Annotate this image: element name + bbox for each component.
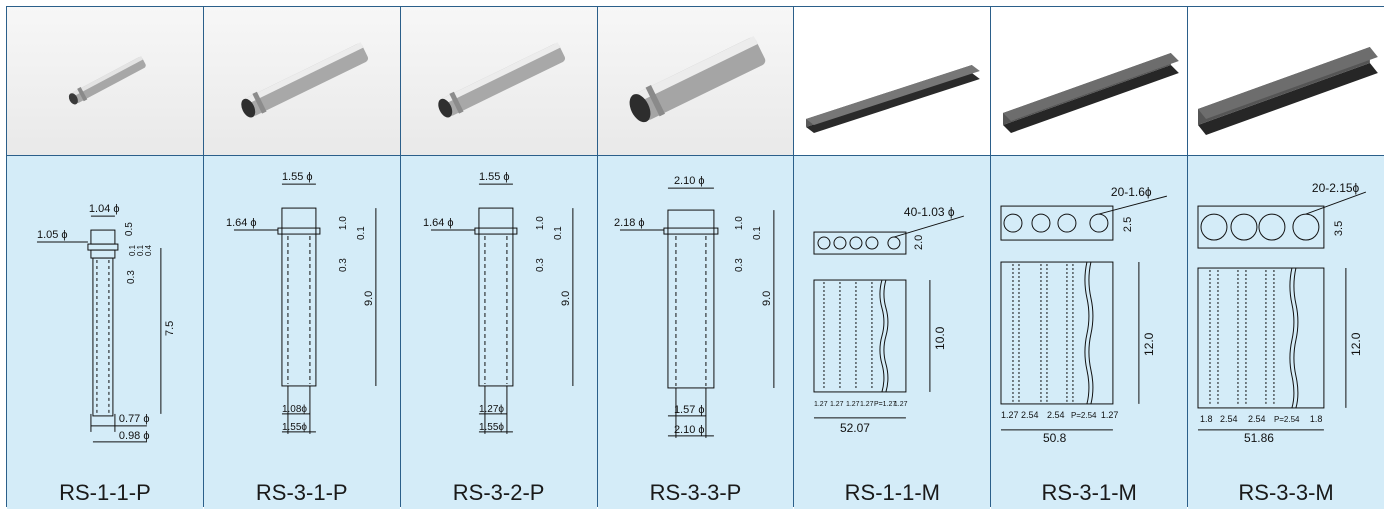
photo-rs-1-1-p (7, 7, 203, 155)
svg-text:1.27: 1.27 (1101, 410, 1119, 420)
svg-text:1.55 ϕ: 1.55 ϕ (479, 171, 510, 183)
pin-drawing: 1.55 ϕ 1.64 ϕ 1.0 0.1 0.3 9.0 1.08ϕ 1.55… (226, 171, 377, 434)
product-code: RS-3-3-P (649, 480, 742, 505)
svg-text:0.77 ϕ: 0.77 ϕ (119, 413, 150, 425)
socket-strip-drawing: 40-1.03 ϕ 2.0 10.0 1.27 1.27 1.27 1.27 P… (813, 205, 965, 435)
drawing-rs-3-1-m: 20-1.6ϕ 2.5 12.0 1.27 2.54 2.54 P=2.54 1… (991, 156, 1188, 509)
product-code: RS-1-1-P (59, 480, 151, 505)
photo-rs-3-1-p (203, 7, 400, 155)
svg-text:1.8: 1.8 (1310, 414, 1323, 424)
svg-text:2.18 ϕ: 2.18 ϕ (614, 217, 645, 229)
svg-text:1.27: 1.27 (830, 401, 844, 408)
photo-rs-1-1-m (794, 7, 991, 155)
svg-text:P=1.27: P=1.27 (874, 401, 896, 408)
photo-rs-3-1-m (991, 7, 1188, 155)
svg-text:0.1: 0.1 (136, 244, 145, 256)
svg-text:1.27ϕ: 1.27ϕ (479, 404, 504, 415)
svg-text:2.54: 2.54 (1220, 414, 1238, 424)
svg-text:3.5: 3.5 (1333, 221, 1345, 236)
svg-text:1.04 ϕ: 1.04 ϕ (89, 203, 120, 215)
svg-text:2.54: 2.54 (1021, 410, 1039, 420)
svg-text:12.0: 12.0 (1349, 332, 1363, 356)
product-code: RS-3-3-M (1238, 480, 1334, 505)
svg-text:2.10 ϕ: 2.10 ϕ (674, 424, 705, 436)
photo-rs-3-2-p (400, 7, 597, 155)
pin-drawing: 1.04 ϕ 1.05 ϕ 0.5 0.1 0.1 0.4 0.3 7.5 0.… (37, 203, 176, 443)
svg-text:20-2.15ϕ: 20-2.15ϕ (1312, 181, 1360, 195)
svg-text:2.5: 2.5 (1122, 217, 1134, 232)
svg-text:1.64 ϕ: 1.64 ϕ (423, 217, 454, 229)
drawing-rs-1-1-m: 40-1.03 ϕ 2.0 10.0 1.27 1.27 1.27 1.27 P… (794, 156, 991, 509)
svg-text:1.27: 1.27 (1001, 410, 1019, 420)
svg-text:10.0: 10.0 (933, 326, 947, 350)
drawing-rs-3-3-m: 20-2.15ϕ 3.5 12.0 1.8 2.54 2.54 P=2.54 1… (1188, 156, 1384, 509)
svg-text:1.05 ϕ: 1.05 ϕ (37, 229, 68, 241)
svg-text:0.3: 0.3 (338, 258, 349, 272)
svg-text:51.86: 51.86 (1244, 431, 1274, 445)
photo-rs-3-3-p (597, 7, 794, 155)
product-table: 1.04 ϕ 1.05 ϕ 0.5 0.1 0.1 0.4 0.3 7.5 0.… (6, 6, 1384, 509)
socket-strip-drawing: 20-2.15ϕ 3.5 12.0 1.8 2.54 2.54 P=2.54 1… (1197, 181, 1367, 445)
svg-text:0.3: 0.3 (733, 258, 744, 272)
svg-text:9.0: 9.0 (760, 291, 772, 306)
svg-text:50.8: 50.8 (1043, 431, 1067, 445)
drawing-rs-3-2-p: 1.55 ϕ 1.64 ϕ 1.0 0.1 0.3 9.0 1.27ϕ 1.55… (400, 156, 597, 509)
svg-text:20-1.6ϕ: 20-1.6ϕ (1111, 185, 1152, 199)
product-code: RS-3-1-P (255, 480, 348, 505)
svg-text:1.0: 1.0 (338, 216, 349, 230)
photo-rs-3-3-m (1188, 7, 1384, 155)
svg-text:52.07: 52.07 (840, 421, 870, 435)
svg-text:1.08ϕ: 1.08ϕ (282, 404, 307, 415)
svg-text:2.10 ϕ: 2.10 ϕ (674, 175, 705, 187)
svg-text:7.5: 7.5 (164, 321, 176, 336)
svg-text:0.3: 0.3 (126, 270, 137, 284)
svg-text:1.0: 1.0 (535, 216, 546, 230)
svg-text:1.55ϕ: 1.55ϕ (282, 422, 307, 433)
svg-text:0.3: 0.3 (535, 258, 546, 272)
drawing-rs-1-1-p: 1.04 ϕ 1.05 ϕ 0.5 0.1 0.1 0.4 0.3 7.5 0.… (7, 156, 203, 509)
drawing-rs-3-1-p: 1.55 ϕ 1.64 ϕ 1.0 0.1 0.3 9.0 1.08ϕ 1.55… (203, 156, 400, 509)
svg-text:0.98 ϕ: 0.98 ϕ (119, 430, 150, 442)
svg-text:1.27: 1.27 (846, 401, 860, 408)
svg-text:2.54: 2.54 (1047, 410, 1065, 420)
product-code: RS-3-1-M (1041, 480, 1137, 505)
svg-text:0.4: 0.4 (144, 244, 153, 256)
svg-text:9.0: 9.0 (560, 291, 572, 306)
svg-text:P=2.54: P=2.54 (1274, 415, 1300, 424)
svg-text:1.55 ϕ: 1.55 ϕ (282, 171, 313, 183)
svg-text:12.0: 12.0 (1142, 332, 1156, 356)
svg-text:1.27: 1.27 (814, 401, 828, 408)
product-code: RS-1-1-M (844, 480, 941, 505)
pin-drawing: 2.10 ϕ 2.18 ϕ 1.0 0.1 0.3 9.0 1.57 ϕ 2.1… (614, 175, 774, 438)
svg-text:1.0: 1.0 (733, 216, 744, 230)
svg-text:0.1: 0.1 (553, 226, 564, 240)
pin-drawing: 1.55 ϕ 1.64 ϕ 1.0 0.1 0.3 9.0 1.27ϕ 1.55… (423, 171, 574, 434)
svg-text:0.1: 0.1 (751, 226, 762, 240)
svg-text:2.54: 2.54 (1248, 414, 1266, 424)
svg-text:1.57 ϕ: 1.57 ϕ (674, 404, 705, 416)
svg-text:0.1: 0.1 (128, 244, 137, 256)
svg-text:1.8: 1.8 (1200, 414, 1213, 424)
svg-text:40-1.03 ϕ: 40-1.03 ϕ (904, 205, 955, 219)
product-code: RS-3-2-P (452, 480, 545, 505)
drawing-rs-3-3-p: 2.10 ϕ 2.18 ϕ 1.0 0.1 0.3 9.0 1.57 ϕ 2.1… (597, 156, 794, 509)
svg-text:P=2.54: P=2.54 (1071, 411, 1097, 420)
svg-text:9.0: 9.0 (363, 291, 375, 306)
svg-text:1.64 ϕ: 1.64 ϕ (226, 217, 257, 229)
socket-strip-drawing: 20-1.6ϕ 2.5 12.0 1.27 2.54 2.54 P=2.54 1… (1000, 185, 1168, 445)
svg-text:1.27: 1.27 (860, 401, 874, 408)
svg-text:0.1: 0.1 (356, 226, 367, 240)
svg-text:1.55ϕ: 1.55ϕ (479, 422, 504, 433)
svg-text:1.27: 1.27 (894, 401, 908, 408)
svg-text:0.5: 0.5 (124, 222, 135, 236)
svg-text:2.0: 2.0 (913, 235, 925, 250)
